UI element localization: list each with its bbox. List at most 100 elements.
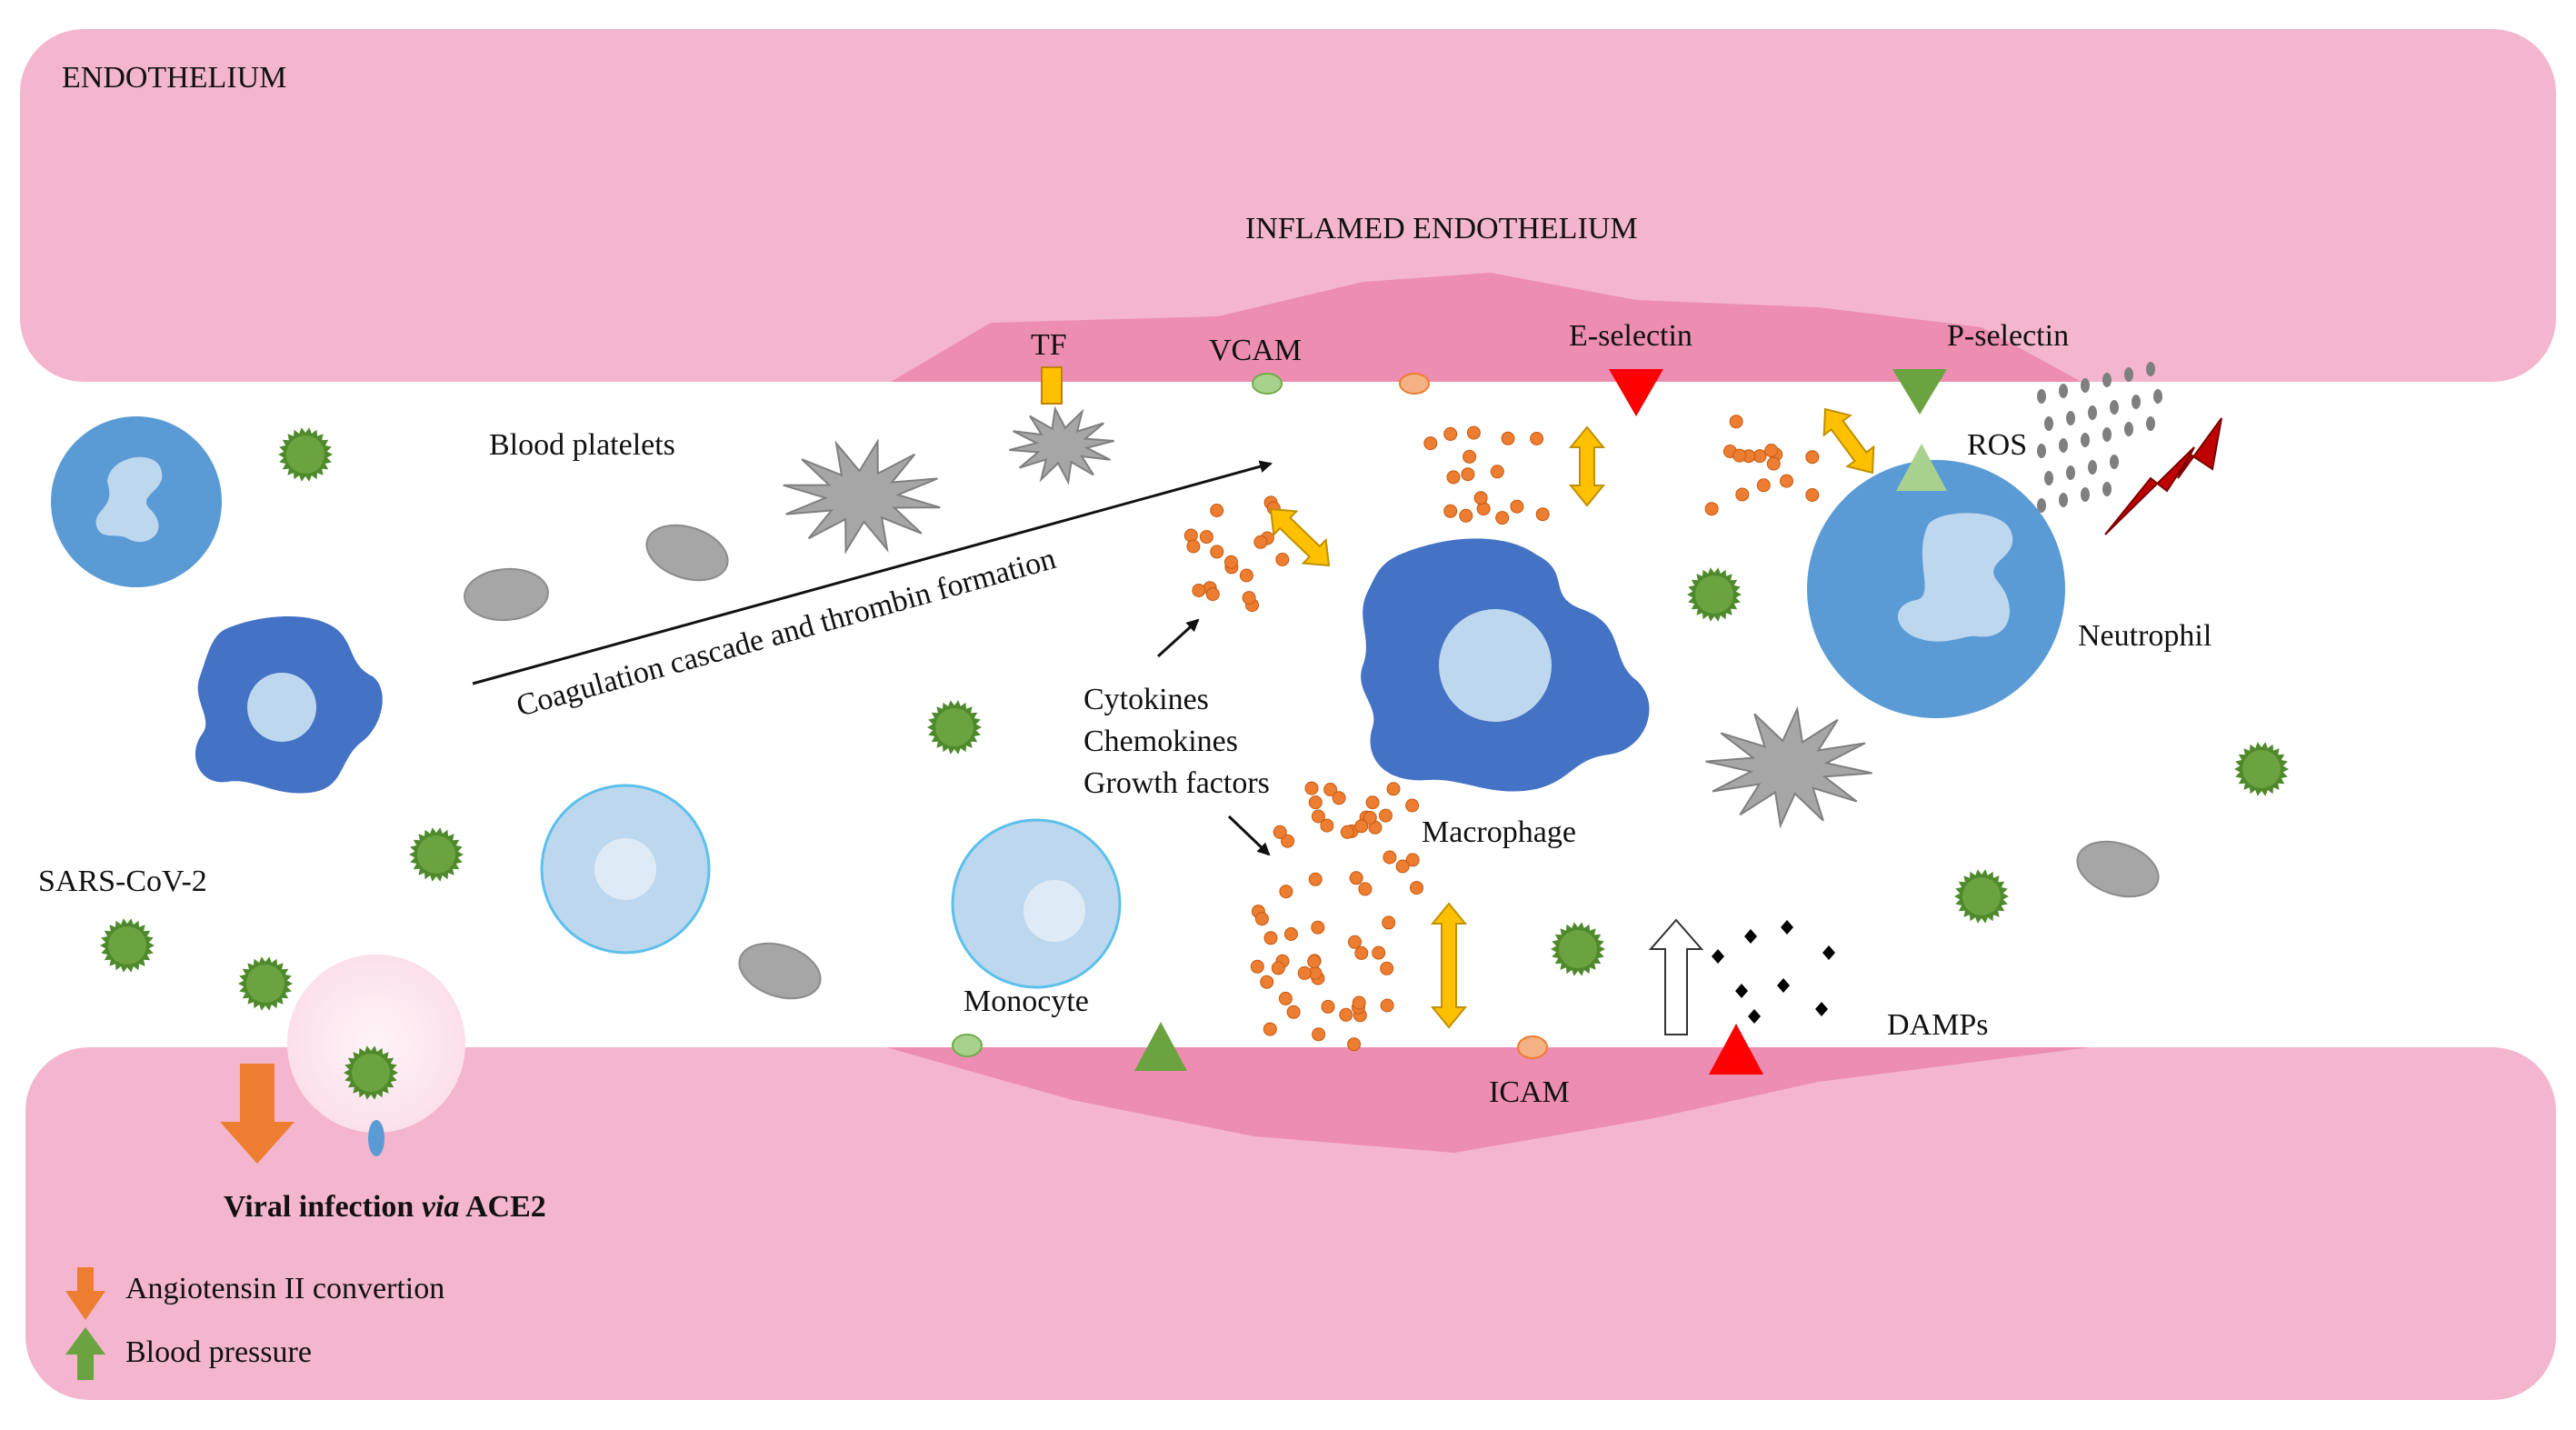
ros-particle [2059,438,2068,453]
ros-particle [2110,400,2119,415]
cytokine-dot [1380,961,1394,975]
icam-marker [1517,1035,1548,1059]
cytokine-dot [1224,555,1238,569]
cytokine-dot [1410,881,1423,895]
interaction-double-arrow [1822,407,1875,475]
damp-particle [1815,1002,1828,1016]
cytokine-dot [1199,530,1213,545]
cytokine-dot [1210,504,1224,517]
damp-particle [1777,978,1790,993]
cytokine-dot [1340,825,1354,839]
legend-blood-pressure-label: Blood pressure [125,1335,312,1369]
neutrophil-nucleus-left [95,456,163,543]
cytokine-dot [1363,811,1377,825]
cytokine-dot [1423,436,1438,451]
cytokine-dot [1260,975,1274,989]
cytokine-dot [1278,991,1293,1005]
ros-particle [2102,427,2112,442]
activated-platelet [1705,705,1872,829]
cytokine-dot [1307,955,1322,969]
cytokine-dot [1347,1037,1362,1052]
vcam-marker-orange [1399,373,1430,395]
macrophage-label: Macrophage [1422,815,1576,849]
damp-receptor-marker [1709,1024,1763,1075]
cytokine-dot [1186,539,1201,554]
p-selectin-label: P-selectin [1947,319,2069,353]
cytokine-dot [1704,502,1719,516]
cytokine-dot [1395,859,1410,874]
growth-factors-pointer-arrow [1227,815,1271,856]
monocyte-label: Monocyte [964,985,1089,1018]
ros-particle [2110,455,2119,469]
damp-particle [1744,929,1757,944]
cytokine-dot [1239,568,1253,583]
sars-cov-2-label: SARS-CoV-2 [38,865,207,898]
cytokine-dot [1308,795,1323,810]
sars-cov-2-virus-icon [1962,877,2001,915]
interaction-double-arrow [1568,425,1606,507]
icam-marker-green [952,1034,983,1057]
cytokine-dot [1253,535,1268,549]
cytokine-dot [1383,850,1397,865]
sars-cov-2-virus-icon [352,1054,390,1092]
cytokine-dot [1304,781,1319,795]
cytokine-dot [1764,444,1779,457]
cytokine-dot [1273,825,1287,839]
ros-particle [2037,389,2046,404]
neutrophil-nucleus-right [1897,513,2013,642]
cytokine-dot [1205,587,1220,602]
ros-particle [2059,493,2068,507]
cytokine-dot [1297,965,1312,980]
ros-particle [2132,395,2141,409]
cytokine-dot [1312,1027,1326,1042]
cytokine-dot [1365,795,1380,810]
macrophage-nucleus-center [1439,609,1552,722]
blood-platelet [464,567,549,622]
cytokine-dot [1405,853,1420,867]
cytokine-dot [1501,431,1515,445]
cytokine-dot [1254,912,1269,926]
inflamed-region-bottom [886,1047,2091,1153]
ros-particle [2037,498,2046,513]
cytokine-dot [1263,1022,1277,1036]
cytokine-dot [1320,818,1334,833]
coagulation-arrow [472,460,1273,685]
ros-particle [2037,444,2046,458]
growth-factors-label: Growth factors [1083,766,1270,800]
cytokine-dot [1210,545,1224,559]
damp-particle [1712,949,1724,964]
legend-angiotensin-arrow-icon [65,1267,105,1320]
cytokine-dot [1275,553,1290,566]
cytokine-dot [1490,465,1504,479]
cytokine-dot [1379,808,1393,823]
sars-cov-2-virus-icon [246,965,285,1003]
cytokine-dot [1192,584,1206,597]
activated-platelet [1009,405,1114,485]
e-selectin-label: E-selectin [1569,319,1692,353]
sars-cov-2-virus-icon [1559,930,1597,968]
ros-particle [2146,416,2155,431]
monocyte-nucleus-center [1023,880,1085,942]
e-selectin-marker [1609,369,1663,416]
neutrophil-label: Neutrophil [2078,619,2212,653]
p-selectin-marker [1892,369,1947,415]
ros-particle [2044,471,2053,485]
ros-particle [2146,362,2155,376]
ace2-receptor-icon [368,1120,384,1156]
ros-particle [2102,373,2112,387]
sars-cov-2-virus-icon [1695,575,1733,614]
sars-cov-2-virus-icon [108,926,146,965]
cytokine-dot [1281,834,1295,848]
tf-marker [1041,366,1063,405]
legend-blood-pressure-arrow-icon [65,1327,105,1380]
cytokine-dot [1263,931,1278,945]
upper-endothelium [20,29,2556,382]
blood-platelet [738,942,822,1000]
cytokine-dot [1354,945,1369,960]
cytokine-dot [1382,915,1396,930]
damp-particle [1781,920,1793,935]
cytokine-dot [1405,798,1420,813]
coagulation-label: Coagulation cascade and thrombin formati… [513,542,1059,724]
cytokine-dot [1805,450,1820,465]
